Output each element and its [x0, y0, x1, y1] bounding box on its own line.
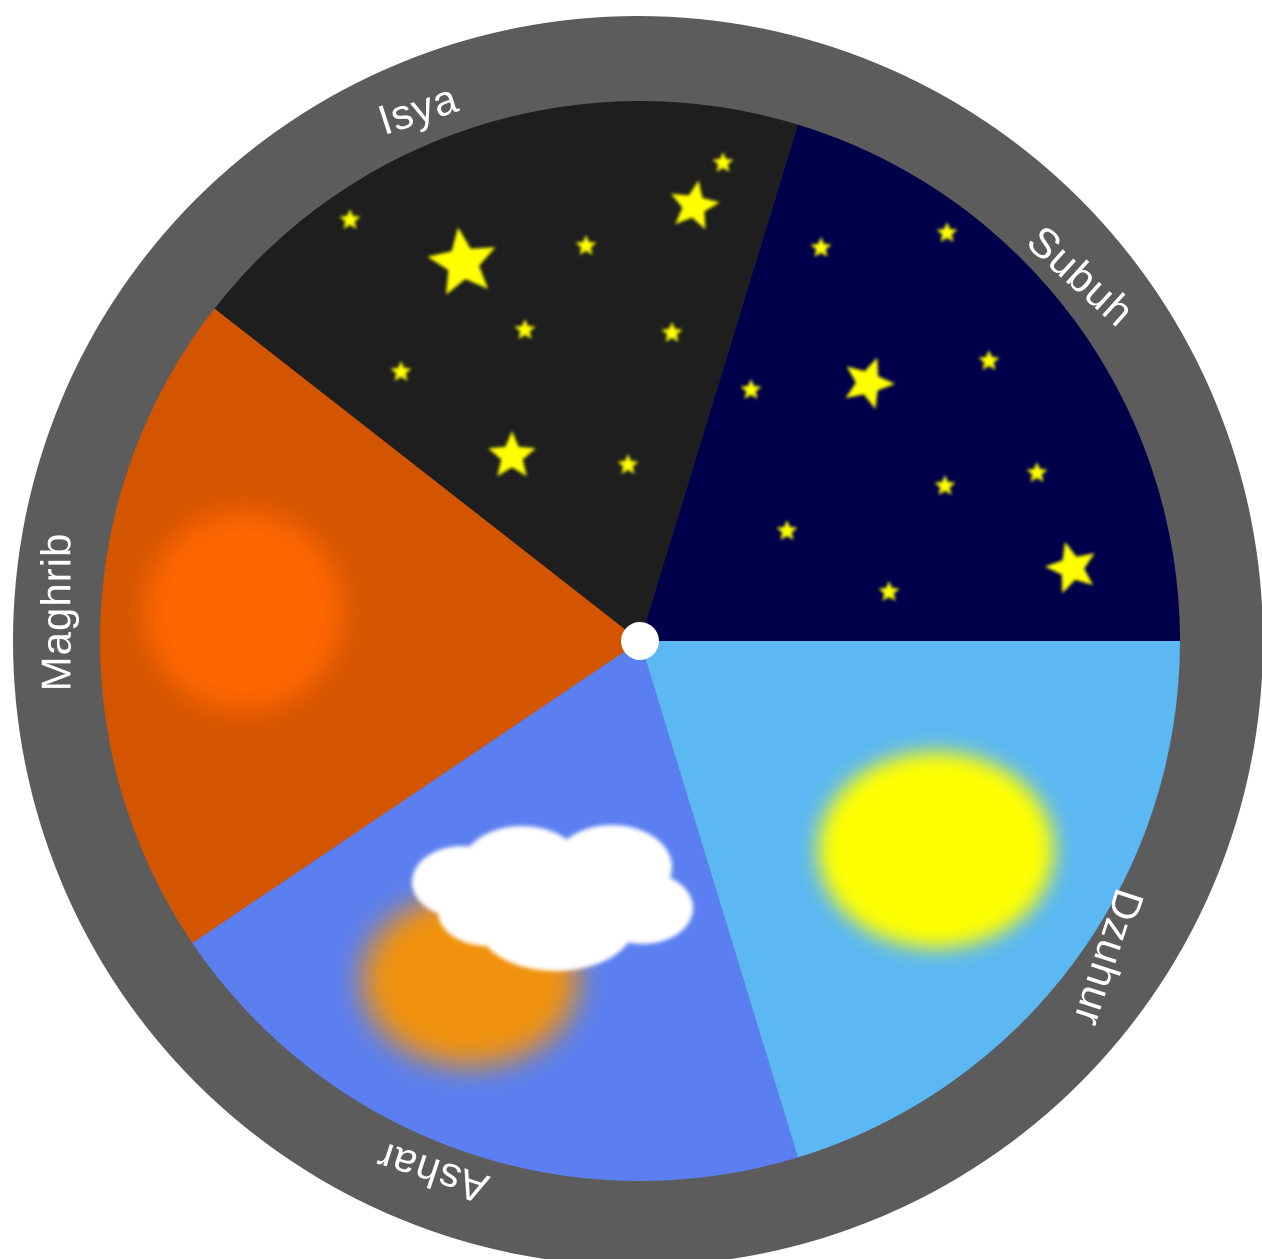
center-hub [621, 622, 659, 660]
label-maghrib: Maghrib [33, 533, 80, 692]
sun-icon [818, 752, 1054, 948]
setting-sun-icon [144, 511, 344, 711]
